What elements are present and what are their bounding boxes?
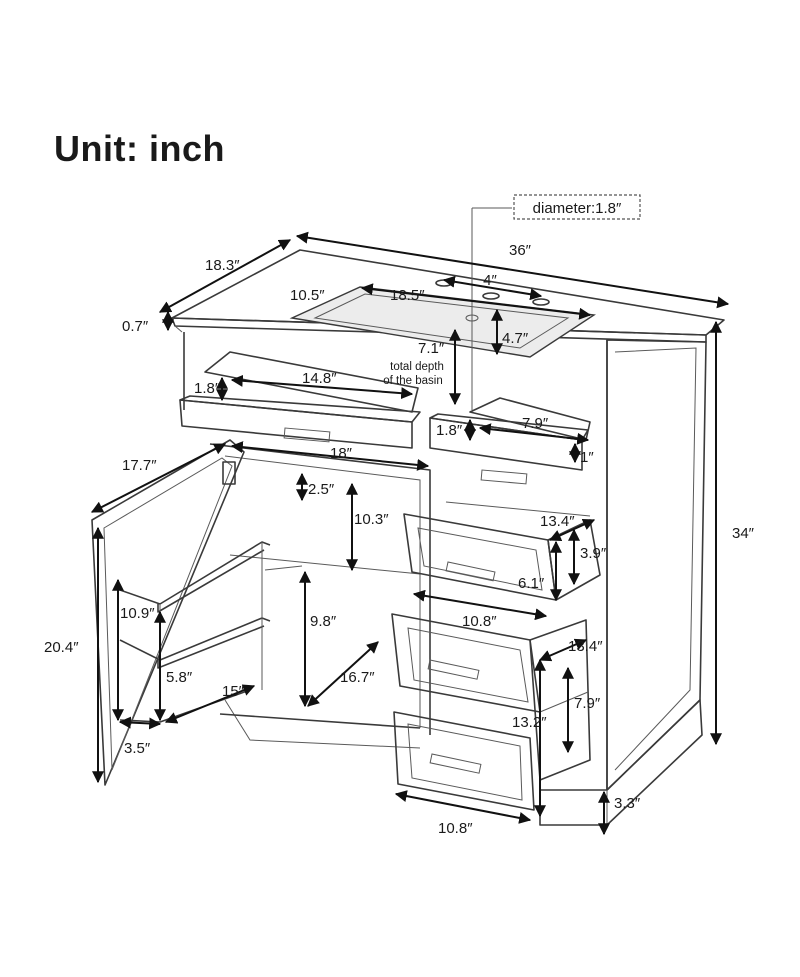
label-door-shelf-height: 10.9″ (120, 605, 155, 622)
label-drawer1-depth: 13.4″ (540, 513, 575, 530)
label-lower-inner-height: 9.8″ (310, 613, 337, 630)
label-door-shelf-width: 15″ (222, 683, 245, 700)
label-top-drawer-height-right: 1.8″ (436, 422, 463, 439)
label-top-drawer-width-left: 14.8″ (302, 370, 337, 387)
label-inner-depth: 16.7″ (340, 669, 375, 686)
unit-title: Unit: inch (54, 128, 225, 169)
label-upper-inner-height: 10.3″ (354, 511, 389, 528)
label-shelf-gap: 2.5″ (308, 481, 335, 498)
label-basin-total-depth: 7.1″ (418, 340, 445, 357)
label-faucet-spread: 4″ (483, 272, 497, 289)
label-door-depth: 17.7″ (122, 457, 157, 474)
label-top-drawer-height-left: 1.8″ (194, 380, 221, 397)
label-drawer2-depth: 13.4″ (568, 638, 603, 655)
diameter-callout: diameter:1.8″ (533, 200, 622, 217)
cabinet-linework (91, 249, 725, 826)
label-drawer2-height: 7.9″ (574, 695, 601, 712)
diameter-callout-box (513, 194, 641, 220)
label-drawer2-front-height: 13.2″ (512, 714, 547, 731)
label-cabinet-inner-width: 18″ (330, 445, 353, 462)
dimension-lines (90, 207, 730, 836)
label-basin-offset: 4.7″ (502, 330, 529, 347)
label-door-shelf-spacing: 5.8″ (166, 669, 193, 686)
label-top-drawer-gap-right: 1″ (580, 449, 594, 466)
label-overall-depth: 18.3″ (205, 257, 240, 274)
label-overall-width: 36″ (509, 242, 532, 259)
label-door-height: 20.4″ (44, 639, 79, 656)
dimension-labels: 36″ 18.3″ 0.7″ 4″ 10.5″ 18.5″ 4.7″ 7.1″ … (44, 242, 755, 837)
label-top-thickness: 0.7″ (122, 318, 149, 335)
label-toe-kick: 3.3″ (614, 795, 641, 812)
label-drawer1-width: 10.8″ (462, 613, 497, 630)
label-overall-height: 34″ (732, 525, 755, 542)
label-drawer2-width: 10.8″ (438, 820, 473, 837)
label-basin-depth-front: 10.5″ (290, 287, 325, 304)
label-basin-width: 18.5″ (390, 287, 425, 304)
label-top-drawer-width-right: 7.9″ (522, 415, 549, 432)
basin-note-line1: total depth (390, 361, 444, 373)
basin-note-line2: of the basin (383, 375, 442, 387)
label-door-shelf-depth: 3.5″ (124, 740, 151, 757)
label-drawer1-height: 3.9″ (580, 545, 607, 562)
label-drawer1-inner-height: 6.1″ (518, 575, 545, 592)
